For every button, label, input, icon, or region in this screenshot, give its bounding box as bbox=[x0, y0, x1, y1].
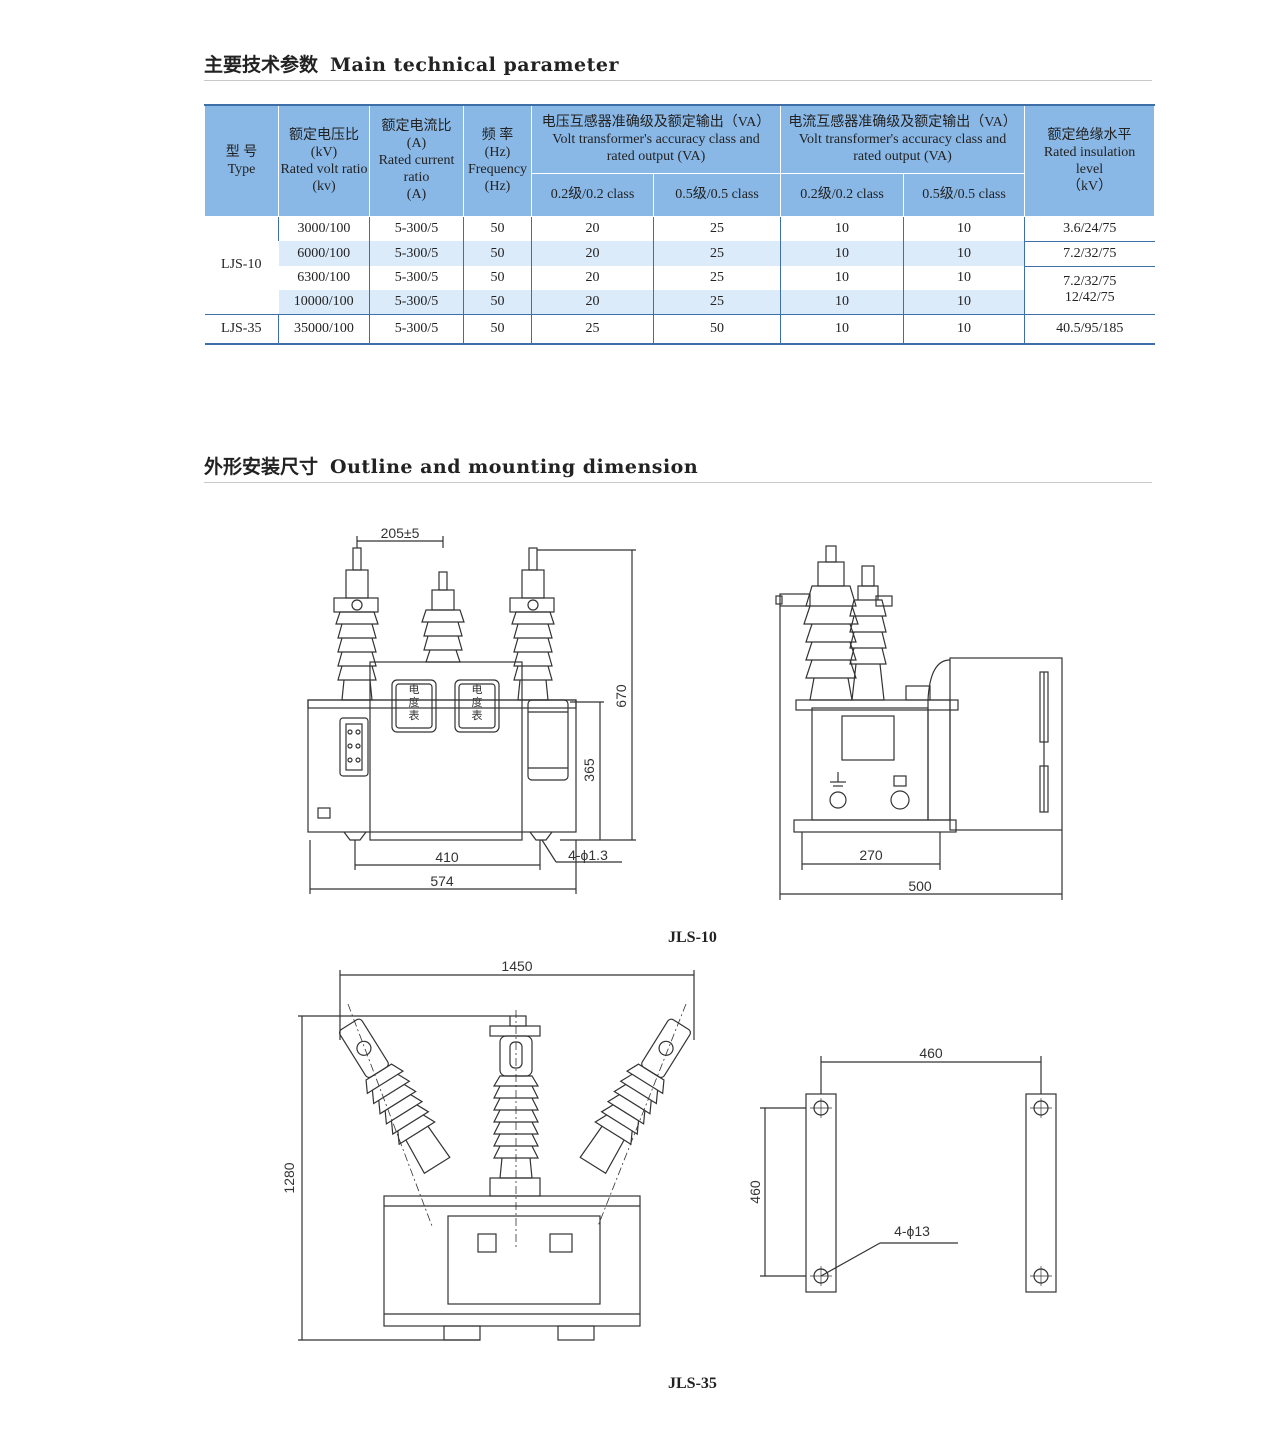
model-cell: LJS-10 bbox=[204, 216, 279, 315]
front-body-left bbox=[307, 699, 577, 833]
side-body bbox=[811, 707, 929, 821]
subheader-cell: 0.2级/0.2 class bbox=[780, 172, 905, 217]
model-cell: LJS-35 bbox=[204, 314, 279, 345]
mount-rail-right bbox=[1025, 1093, 1057, 1293]
ground-terminal-icon bbox=[829, 791, 847, 809]
dim-460-height: 460 bbox=[747, 1180, 763, 1204]
section-title-cn: 主要技术参数 bbox=[204, 54, 319, 76]
jls35-bushing-right bbox=[579, 1018, 692, 1175]
side-terminal-box bbox=[949, 657, 1063, 831]
header-volt-ratio: 额定电压比(kV)Rated volt ratio(kv) bbox=[278, 104, 370, 217]
bushing-right bbox=[509, 547, 555, 701]
section-title-cn: 外形安装尺寸 bbox=[204, 456, 319, 478]
dim-hole-front: 4-ϕ1.3 bbox=[568, 847, 608, 863]
caption-jls35: JLS-35 bbox=[668, 1375, 717, 1392]
dim-410: 410 bbox=[435, 849, 459, 865]
dim-1280: 1280 bbox=[281, 1162, 297, 1193]
section-title-outline: 外形安装尺寸 Outline and mounting dimension bbox=[204, 452, 1152, 483]
jls35-bushing-center bbox=[489, 1015, 541, 1197]
jls35-mounting-view: 460 460 4-ϕ13 bbox=[747, 1045, 1057, 1293]
jls35-bushing-left bbox=[338, 1018, 451, 1175]
jls10-front-view: 电度表 电度表 bbox=[307, 525, 636, 894]
dim-270: 270 bbox=[859, 847, 883, 863]
table-subheader-row: 0.2级/0.2 class 0.5级/0.5 class 0.2级/0.2 c… bbox=[205, 172, 1155, 217]
meter-label-right: 电度表 bbox=[472, 683, 483, 722]
dim-365: 365 bbox=[581, 758, 597, 782]
subheader-cell: 0.5级/0.5 class bbox=[652, 172, 782, 217]
header-frequency: 频 率(Hz)Frequency(Hz) bbox=[463, 104, 532, 217]
section-title-en: Outline and mounting dimension bbox=[330, 456, 699, 478]
dim-574: 574 bbox=[430, 873, 454, 889]
subheader-cell: 0.2级/0.2 class bbox=[531, 172, 654, 217]
meter-window-right bbox=[454, 679, 500, 733]
caption-jls10: JLS-10 bbox=[668, 929, 717, 946]
bushing-middle bbox=[421, 571, 465, 663]
jls10-side-view: 270 500 bbox=[775, 545, 1063, 900]
subheader-cell: 0.5级/0.5 class bbox=[903, 172, 1026, 217]
dim-1450: 1450 bbox=[501, 958, 532, 974]
bushing-left bbox=[333, 547, 379, 701]
dim-460-width: 460 bbox=[919, 1045, 943, 1061]
meter-label-left: 电度表 bbox=[409, 683, 420, 722]
dim-205: 205±5 bbox=[381, 525, 420, 541]
header-ct-accuracy: 电流互感器准确级及额定输出（VA）Volt transformer's accu… bbox=[780, 104, 1026, 174]
jls35-panel bbox=[447, 1215, 601, 1305]
section-title-en: Main technical parameter bbox=[330, 54, 619, 76]
mount-rail-left bbox=[805, 1093, 837, 1293]
section-title-parameters: 主要技术参数 Main technical parameter bbox=[204, 50, 1152, 81]
side-terminal-icon bbox=[890, 790, 910, 810]
jls35-front-view: 1450 1280 bbox=[281, 958, 695, 1341]
side-base bbox=[793, 819, 957, 833]
side-bushing-small bbox=[849, 565, 893, 701]
dim-500: 500 bbox=[908, 878, 932, 894]
header-vt-accuracy: 电压互感器准确级及额定输出（VA）Volt transformer's accu… bbox=[530, 104, 782, 174]
side-bushing-large bbox=[775, 545, 859, 701]
dim-670: 670 bbox=[613, 684, 629, 708]
dim-hole-mount: 4-ϕ13 bbox=[894, 1223, 930, 1239]
meter-window-left bbox=[391, 679, 437, 733]
